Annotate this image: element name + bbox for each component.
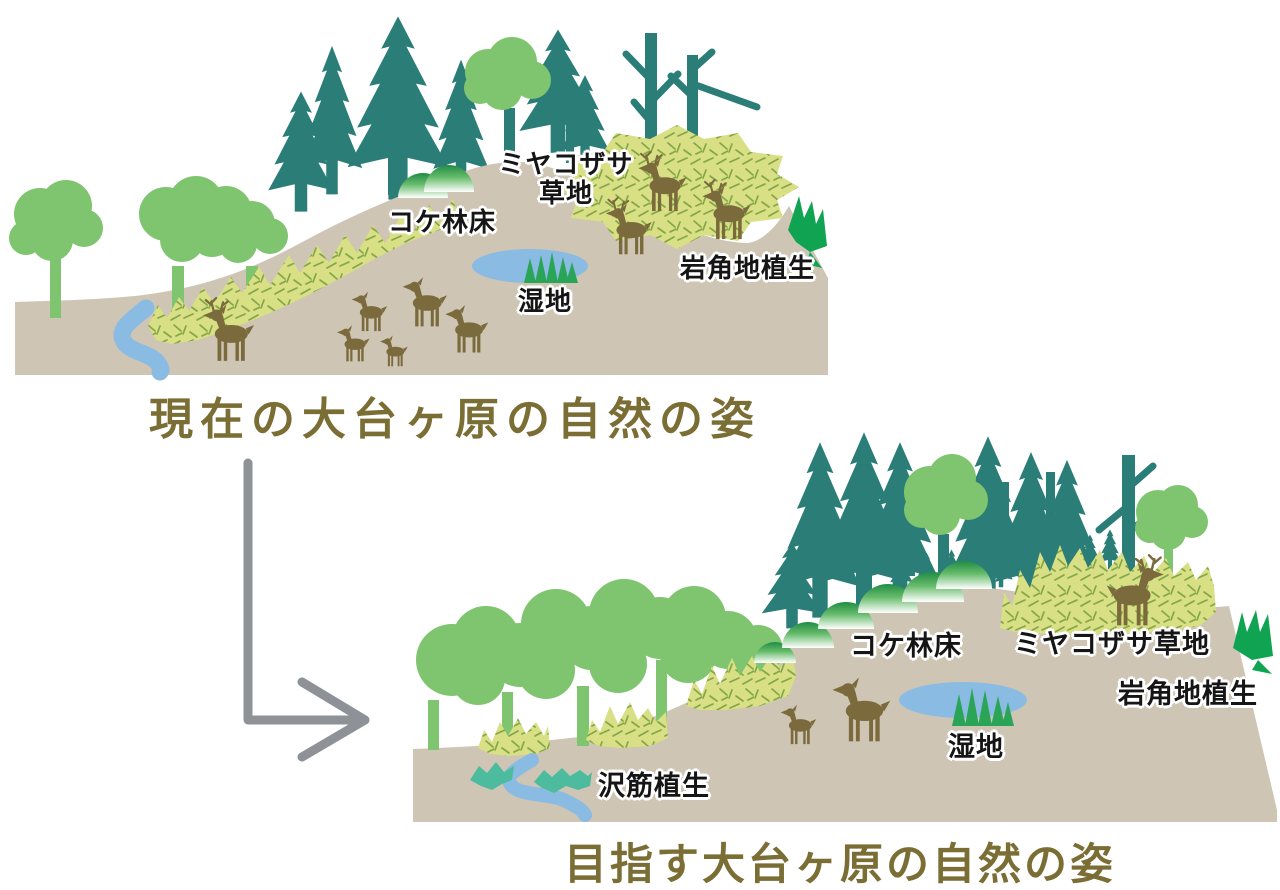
label-moss-forest-floor: コケ林床 <box>388 207 497 237</box>
arrow-shaft <box>243 458 363 725</box>
wetland-pond <box>899 682 1027 726</box>
illustration-title-current: 現在の大台ヶ原の自然の姿 <box>149 395 761 444</box>
broadleaf-grove <box>416 579 783 750</box>
arrow-head-icon <box>297 677 370 762</box>
target-state-scene <box>413 432 1277 822</box>
label-miyakozasa-grassland: ミヤコザサ 草地 <box>498 149 634 209</box>
broadleaf-tree-in-forest <box>904 454 988 582</box>
broadleaf-tree-in-forest <box>464 37 551 178</box>
label-stream-vegetation: 沢筋植生 <box>598 771 710 801</box>
conifer-forest <box>268 16 610 212</box>
moss-mounds <box>754 561 992 663</box>
current-state-scene <box>9 16 828 381</box>
label-wetland: 湿地 <box>948 732 1004 762</box>
label-miyakozasa-grassland: ミヤコザサ草地 <box>1014 629 1210 659</box>
rock-vegetation-grass <box>1233 610 1273 674</box>
transition-arrow <box>243 458 370 762</box>
sasa-clumps <box>478 545 1216 756</box>
label-rock-vegetation: 岩角地植生 <box>680 253 816 283</box>
stream <box>113 299 170 381</box>
moss-mounds <box>398 165 474 198</box>
dead-trees <box>622 33 761 148</box>
wetland-grass <box>952 688 1014 726</box>
ground <box>413 585 1277 822</box>
wetland-grass <box>524 252 578 283</box>
illustration-title-target: 目指す大台ヶ原の自然の姿 <box>564 841 1116 889</box>
streamside-vegetation <box>470 762 592 793</box>
label-moss-forest-floor: コケ林床 <box>850 631 962 661</box>
broadleaf-tree-right <box>1135 485 1208 580</box>
conifer-forest <box>761 432 1100 629</box>
rock-vegetation-grass <box>788 196 827 268</box>
label-wetland: 湿地 <box>518 286 573 316</box>
label-rock-vegetation: 岩角地植生 <box>1118 679 1258 709</box>
wetland-pond <box>472 249 588 283</box>
